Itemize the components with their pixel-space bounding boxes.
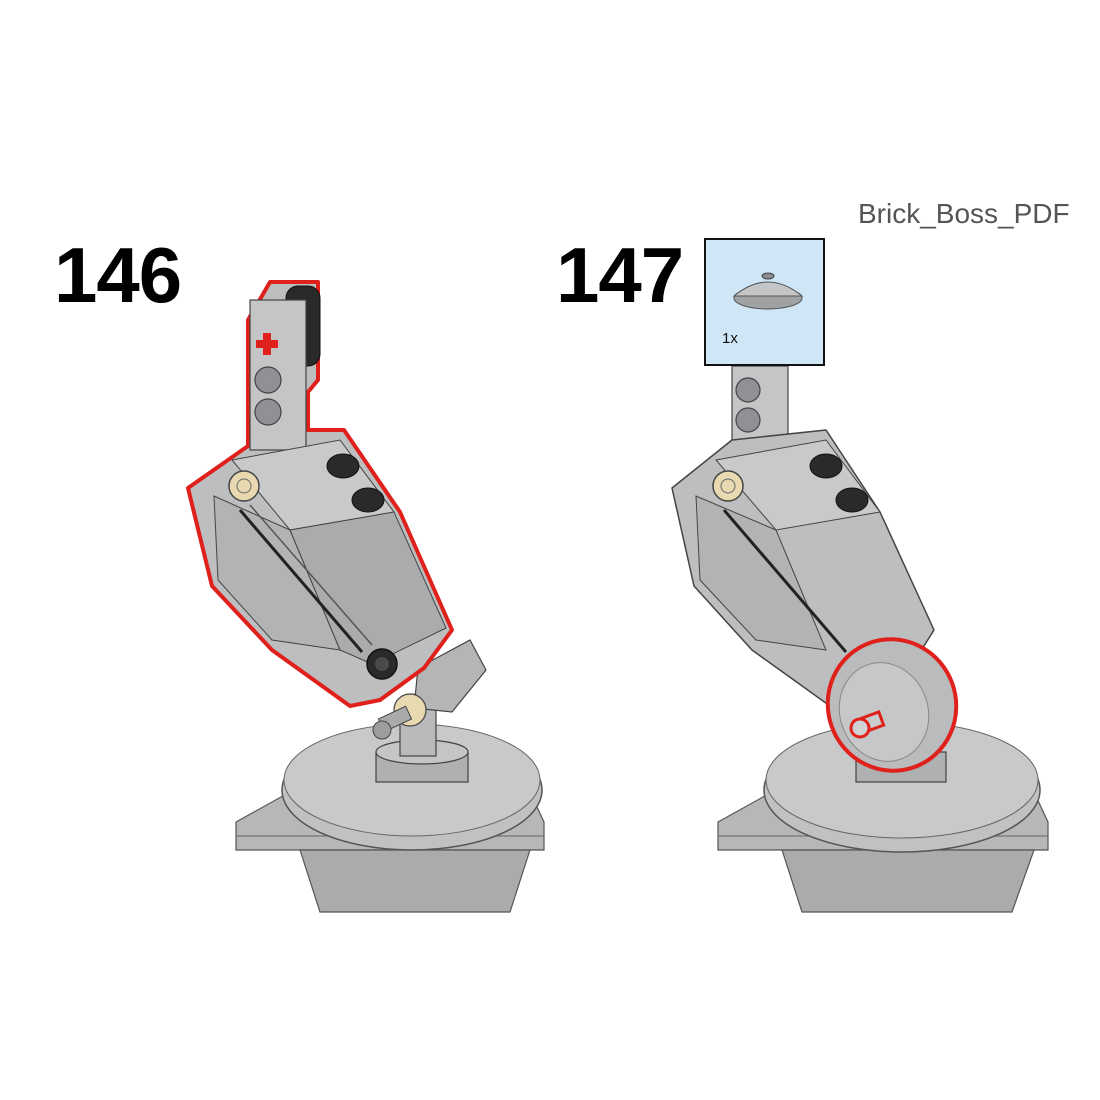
step-number: 147 [556, 231, 684, 319]
base-platform [235, 723, 545, 913]
joint-connector [372, 639, 487, 740]
watermark-text: Brick_Boss_PDF [858, 198, 1070, 229]
assembled-arm [671, 365, 935, 707]
base-platform [717, 721, 1049, 913]
part-quantity: 1x [722, 330, 738, 347]
dish-part-icon [732, 272, 804, 310]
new-dish-highlight [825, 637, 959, 773]
parts-callout: 1x [704, 238, 825, 366]
step-number: 146 [54, 231, 182, 319]
new-part-highlight [186, 280, 454, 708]
